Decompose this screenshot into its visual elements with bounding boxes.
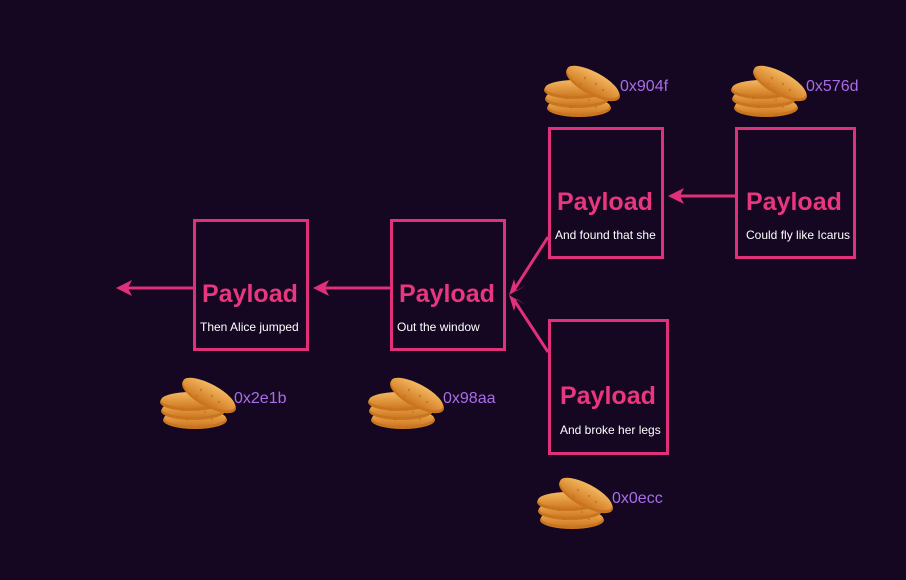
payload-text: Out the window — [397, 320, 480, 334]
arrowhead-icon — [668, 188, 684, 204]
hashbrown-icon — [368, 371, 449, 429]
hashbrown-icon — [160, 371, 241, 429]
payload-node-found: Payload And found that she — [548, 127, 664, 259]
edge-found-window — [512, 236, 550, 291]
payload-title: Payload — [399, 280, 495, 308]
hash-label: 0x904f — [620, 78, 669, 95]
payload-title: Payload — [557, 188, 653, 216]
payload-text: And broke her legs — [560, 423, 661, 437]
hash-label: 0x576d — [806, 78, 859, 95]
hashbrown-icon — [537, 471, 618, 529]
hashbrown-icon — [731, 59, 812, 117]
payload-node-window: Payload Out the window — [390, 219, 506, 351]
payload-title: Payload — [746, 188, 842, 216]
hash-label: 0x0ecc — [612, 490, 663, 507]
hashbrown-icon — [544, 59, 625, 117]
payload-node-legs: Payload And broke her legs — [548, 319, 669, 455]
hash-label: 0x2e1b — [234, 390, 287, 407]
arrowhead-icon — [116, 280, 132, 296]
payload-text: Could fly like Icarus — [746, 228, 851, 242]
payload-text: Then Alice jumped — [200, 320, 299, 334]
arrowhead-icon — [509, 279, 526, 295]
hash-label: 0x98aa — [443, 390, 496, 407]
payload-title: Payload — [560, 382, 656, 410]
edge-legs-window — [512, 299, 550, 353]
arrowhead-icon — [313, 280, 329, 296]
payload-node-icarus: Payload Could fly like Icarus — [735, 127, 856, 259]
arrowhead-icon — [509, 295, 526, 311]
payload-title: Payload — [202, 280, 298, 308]
payload-node-alice: Payload Then Alice jumped — [193, 219, 309, 351]
payload-text: And found that she — [555, 228, 656, 242]
